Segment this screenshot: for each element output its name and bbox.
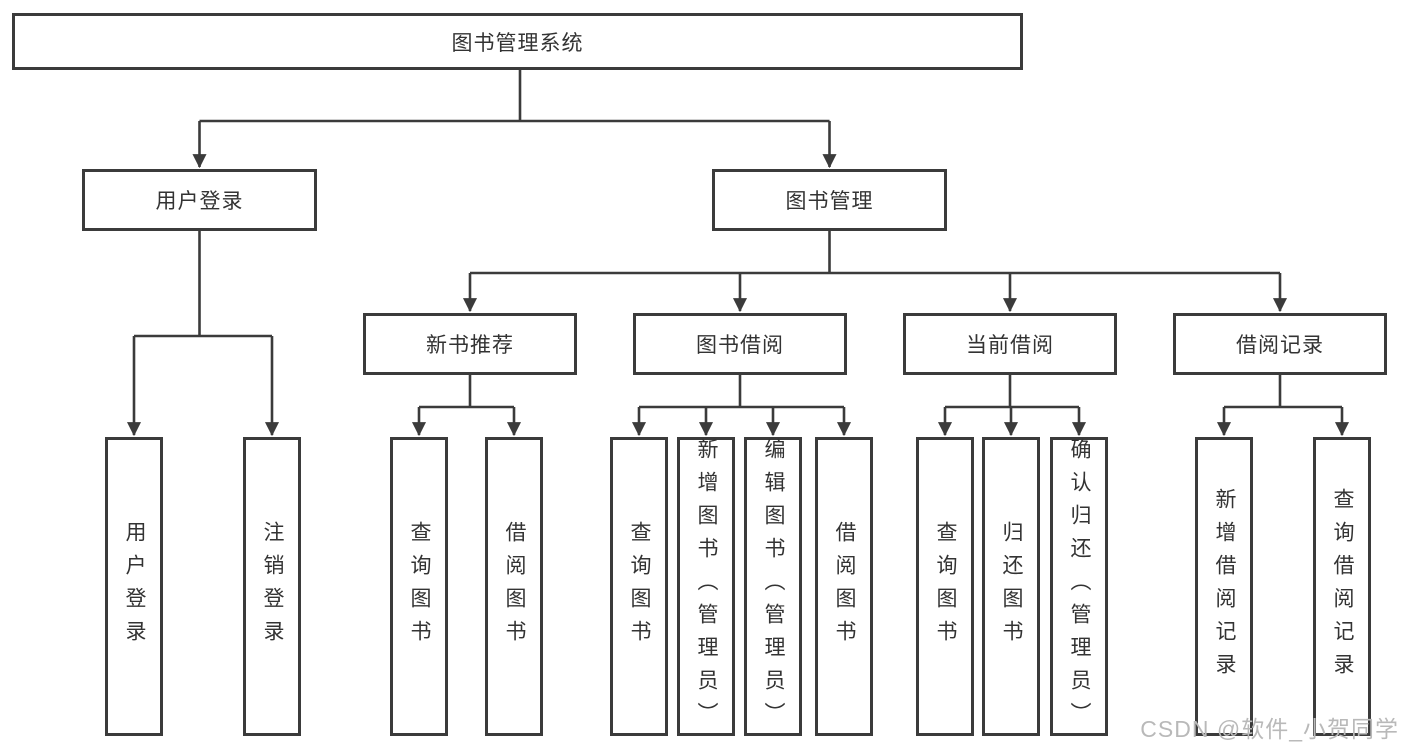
node-label: 用户登录	[155, 190, 244, 213]
node-label: 用户登录	[123, 520, 146, 653]
node-label: 查询图书	[408, 520, 431, 653]
node-book-borrow: 图书借阅	[633, 313, 847, 375]
node-library-management-system: 图书管理系统	[12, 13, 1023, 70]
node-label: 编辑图书（管理员）	[762, 438, 785, 735]
node-label: 注销登录	[261, 520, 284, 653]
node-leaf-add-book-admin: 新增图书（管理员）	[677, 437, 735, 736]
connector-new-book-children	[411, 375, 522, 437]
node-leaf-add-borrow-record: 新增借阅记录	[1195, 437, 1253, 736]
node-leaf-user-login: 用户登录	[105, 437, 163, 736]
node-label: 图书管理系统	[451, 31, 584, 55]
node-label: 图书管理	[785, 190, 874, 213]
node-label: 借阅图书	[833, 520, 856, 653]
node-label: 归还图书	[1000, 520, 1023, 653]
node-leaf-new-book-borrow-books: 借阅图书	[485, 437, 543, 736]
node-leaf-query-borrow-record: 查询借阅记录	[1313, 437, 1371, 736]
node-book-management: 图书管理	[712, 169, 947, 231]
node-label: 借阅图书	[503, 520, 526, 653]
node-leaf-borrow-query-books: 查询图书	[610, 437, 668, 736]
connector-book-borrow-children	[631, 375, 852, 437]
node-borrow-record: 借阅记录	[1173, 313, 1387, 375]
connector-borrow-record-children	[1216, 375, 1350, 437]
node-leaf-logout: 注销登录	[243, 437, 301, 736]
node-leaf-borrow-books: 借阅图书	[815, 437, 873, 736]
node-label: 确认归还（管理员）	[1068, 438, 1091, 735]
node-label: 查询图书	[628, 520, 651, 653]
node-leaf-new-book-query-books: 查询图书	[390, 437, 448, 736]
node-leaf-return-books: 归还图书	[982, 437, 1040, 736]
node-label: 当前借阅	[966, 334, 1054, 357]
node-label: 查询借阅记录	[1331, 487, 1354, 686]
node-new-book-recommend: 新书推荐	[363, 313, 577, 375]
connector-root-to-branches	[192, 69, 837, 169]
node-current-borrow: 当前借阅	[903, 313, 1117, 375]
connector-current-borrow-children	[937, 375, 1087, 437]
csdn-watermark: CSDN @软件_小贺同学	[1140, 716, 1399, 742]
node-label: 图书借阅	[696, 334, 784, 357]
node-label: 新书推荐	[426, 334, 514, 357]
node-label: 查询图书	[934, 520, 957, 653]
node-user-login: 用户登录	[82, 169, 317, 231]
node-leaf-confirm-return-admin: 确认归还（管理员）	[1050, 437, 1108, 736]
node-label: 借阅记录	[1236, 334, 1324, 357]
node-leaf-current-query-books: 查询图书	[916, 437, 974, 736]
node-label: 新增图书（管理员）	[695, 438, 718, 735]
connector-book-management-modules	[462, 231, 1288, 313]
connector-user-login-children	[126, 231, 280, 437]
node-leaf-edit-book-admin: 编辑图书（管理员）	[744, 437, 802, 736]
node-label: 新增借阅记录	[1213, 487, 1236, 686]
